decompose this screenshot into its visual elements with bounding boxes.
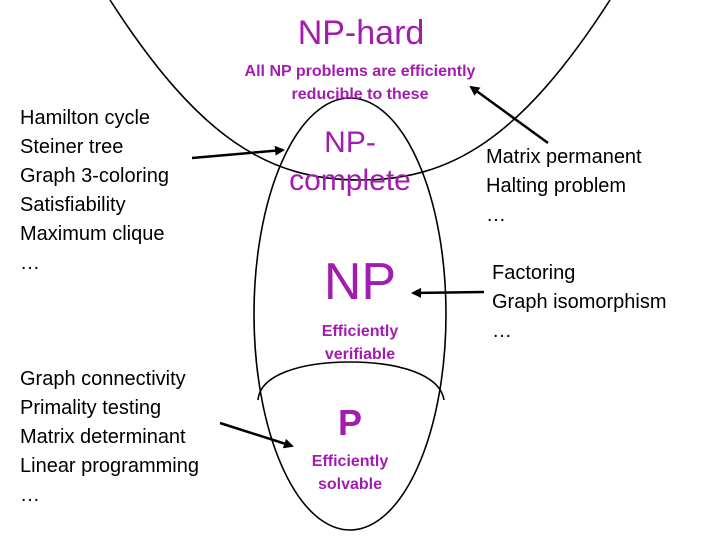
np-label: NP	[323, 253, 397, 311]
p-label: P	[337, 402, 363, 443]
p-arrow	[219, 421, 294, 449]
list-item: Graph isomorphism	[492, 291, 667, 313]
list-item: Primality testing	[20, 397, 162, 419]
list-item: Halting problem	[486, 175, 627, 197]
np-complete-label: NP- complete	[289, 124, 411, 200]
p-region-boundary	[257, 361, 445, 401]
list-item: Graph connectivity	[20, 368, 186, 390]
list-item: Steiner tree	[20, 136, 124, 158]
np-hard-region-boundary	[109, 0, 611, 181]
p-description-line1: Efficiently	[311, 453, 389, 470]
list-item: …	[20, 484, 40, 506]
p-examples-list: Graph connectivity Primality testing Mat…	[20, 365, 199, 510]
p-description: Efficiently solvable	[312, 450, 388, 496]
np-hard-label: NP-hard	[297, 14, 425, 52]
np-complete-label-line1: NP-	[324, 126, 376, 159]
np-description-line1: Efficiently	[321, 323, 399, 340]
np-complete-examples-list: Hamilton cycle Steiner tree Graph 3-colo…	[20, 104, 169, 278]
np-arrow	[411, 287, 485, 298]
np-region-boundary	[253, 97, 447, 531]
list-item: Graph 3-coloring	[20, 165, 169, 187]
list-item: Satisfiability	[20, 194, 126, 216]
list-item: Factoring	[492, 262, 576, 284]
list-item: …	[492, 320, 512, 342]
np-examples-list: Factoring Graph isomorphism …	[492, 259, 667, 346]
np-description-line2: verifiable	[324, 346, 396, 363]
np-complete-label-line2: complete	[289, 164, 411, 197]
np-hard-description: All NP problems are efficiently reducibl…	[245, 60, 476, 106]
np-hard-description-line1: All NP problems are efficiently	[244, 63, 476, 80]
list-item: Matrix permanent	[486, 146, 642, 168]
np-complete-arrow	[191, 145, 285, 160]
list-item: …	[486, 204, 506, 226]
list-item: Maximum clique	[20, 223, 165, 245]
list-item: Linear programming	[20, 455, 199, 477]
np-hard-arrow	[469, 85, 549, 145]
np-hard-description-line2: reducible to these	[291, 86, 429, 103]
p-description-line2: solvable	[317, 476, 383, 493]
list-item: Matrix determinant	[20, 426, 186, 448]
list-item: …	[20, 252, 40, 274]
list-item: Hamilton cycle	[20, 107, 151, 129]
np-hard-examples-list: Matrix permanent Halting problem …	[486, 143, 642, 230]
np-description: Efficiently verifiable	[322, 320, 398, 366]
